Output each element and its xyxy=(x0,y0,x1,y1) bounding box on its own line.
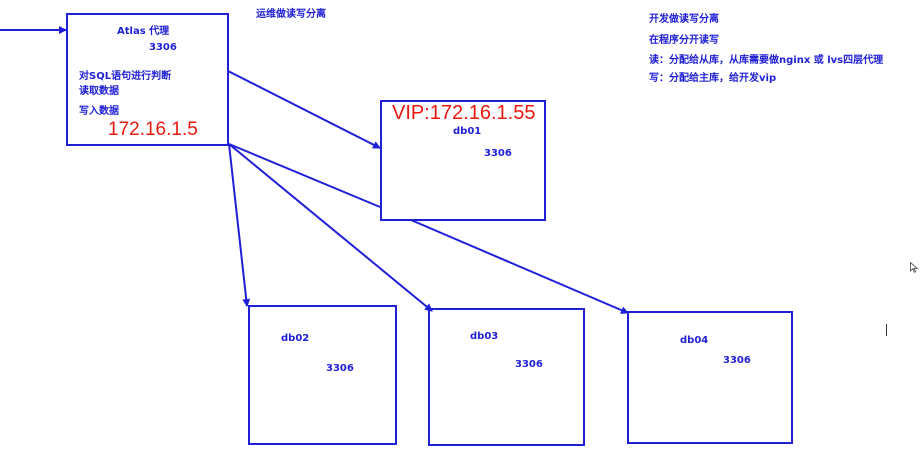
db01-name: db01 xyxy=(453,126,482,137)
db01-vip: VIP:172.16.1.55 xyxy=(392,102,536,124)
mouse-pointer-icon xyxy=(910,261,919,276)
atlas-desc-write: 写入数据 xyxy=(79,106,119,117)
db03-box xyxy=(428,308,585,446)
atlas-title: Atlas 代理 xyxy=(117,26,170,37)
atlas-port: 3306 xyxy=(149,42,177,53)
db02-port: 3306 xyxy=(326,363,354,374)
atlas-proxy-box xyxy=(66,13,229,146)
db03-port: 3306 xyxy=(515,359,543,370)
dev-note-line2: 在程序分开读写 xyxy=(649,35,719,46)
atlas-to-db03-line xyxy=(228,143,433,312)
db04-port: 3306 xyxy=(723,355,751,366)
db04-box xyxy=(627,311,793,444)
ops-rw-split-note: 运维做读写分离 xyxy=(256,9,326,20)
atlas-desc-judge-sql: 对SQL语句进行判断 xyxy=(79,71,172,82)
atlas-desc-read: 读取数据 xyxy=(79,86,119,97)
db01-box xyxy=(380,100,546,221)
dev-note-line4: 写：分配给主库，给开发vip xyxy=(649,73,777,84)
text-cursor-icon xyxy=(886,324,887,336)
db02-box xyxy=(248,305,397,445)
atlas-to-db01-line xyxy=(227,70,381,149)
db01-port: 3306 xyxy=(484,148,512,159)
dev-note-line3: 读：分配给从库，从库需要做nginx 或 lvs四层代理 xyxy=(649,55,884,66)
atlas-to-db01-corner-line xyxy=(228,143,381,208)
db03-name: db03 xyxy=(470,331,499,342)
db01-to-db04-line xyxy=(410,219,629,314)
atlas-ip: 172.16.1.5 xyxy=(108,119,198,140)
dev-note-line1: 开发做读写分离 xyxy=(649,14,719,25)
db04-name: db04 xyxy=(680,335,709,346)
atlas-to-db02-line xyxy=(228,143,251,307)
db02-name: db02 xyxy=(281,333,310,344)
